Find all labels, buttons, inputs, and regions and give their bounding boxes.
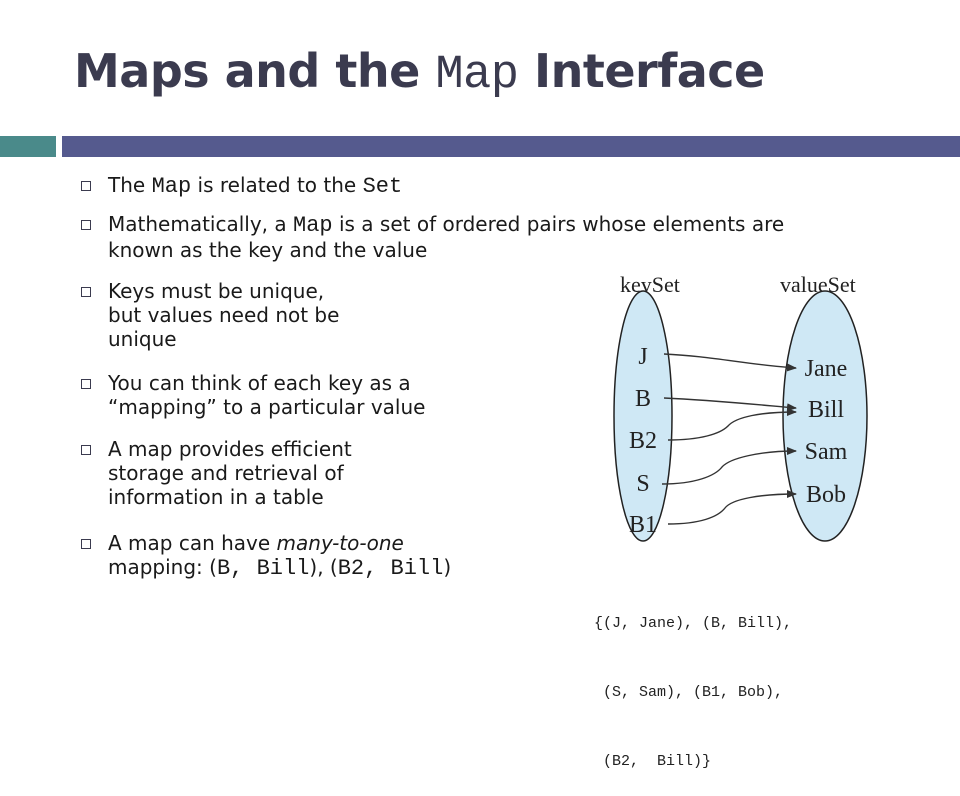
bullet-italic-text: many-to-one	[276, 531, 404, 555]
title-part1: Maps and the	[74, 44, 436, 98]
key-j: J	[638, 344, 647, 370]
key-b: B	[635, 386, 651, 412]
code-line: (B2, Bill)}	[594, 753, 712, 770]
bullet-text: mapping: (	[108, 555, 217, 579]
value-sam: Sam	[805, 439, 848, 465]
key-b1: B1	[629, 512, 657, 538]
code-set: Set	[362, 174, 403, 199]
arrow-b2-bill	[667, 408, 797, 441]
bullet-text: Keys must be unique,	[108, 279, 325, 303]
bullet-square-icon	[81, 539, 91, 549]
bullet-text: is related to the	[191, 173, 363, 197]
bullet-text: unique	[108, 327, 177, 351]
bullet-text: “mapping” to a particular value	[108, 395, 426, 419]
bullet-text: storage and retrieval of	[108, 461, 344, 485]
value-jane: Jane	[805, 356, 848, 382]
keyset-ellipse	[613, 290, 673, 542]
code-b2-bill: B2, Bill	[337, 556, 444, 581]
bullet-text: information in a table	[108, 485, 324, 509]
header-bar	[62, 136, 960, 157]
bullet-square-icon	[81, 445, 91, 455]
bullet-text: )	[443, 555, 452, 579]
keyset-header: keySet	[620, 272, 680, 297]
bullet-square-icon	[81, 287, 91, 297]
bullet-text: known as the key and the value	[108, 238, 428, 262]
code-map: Map	[293, 213, 333, 238]
bullet-ordered-pairs: Mathematically, a Map is a set of ordere…	[81, 212, 785, 262]
key-b2: B2	[629, 428, 657, 454]
bullet-text: but values need not be	[108, 303, 340, 327]
bullet-map-related-set: The Map is related to the Set	[81, 173, 403, 199]
value-bob: Bob	[806, 482, 846, 508]
bullet-square-icon	[81, 181, 91, 191]
bullet-keys-unique: Keys must be unique, but values need not…	[81, 279, 340, 351]
bullet-mapping: You can think of each key as a “mapping”…	[81, 371, 426, 419]
bullet-efficient-storage: A map provides efficient storage and ret…	[81, 437, 352, 509]
code-line: (S, Sam), (B1, Bob),	[594, 684, 784, 701]
bullet-many-to-one: A map can have many-to-one mapping: (B, …	[81, 531, 452, 581]
bullet-square-icon	[81, 379, 91, 389]
header-bar-accent	[0, 136, 56, 157]
bullet-square-icon	[81, 220, 91, 230]
bullet-text: Mathematically, a	[108, 212, 293, 236]
value-bill: Bill	[808, 397, 844, 423]
bullet-text: ), (	[309, 555, 338, 579]
slide-title: Maps and the Map Interface	[74, 44, 765, 102]
code-map: Map	[151, 174, 192, 199]
code-b-bill: B, Bill	[216, 556, 310, 581]
code-line: {(J, Jane), (B, Bill),	[594, 615, 793, 632]
arrow-b-bill	[663, 397, 797, 412]
valueset-ellipse	[782, 290, 868, 542]
bullet-text: A map can have	[108, 531, 277, 555]
arrow-s-sam	[661, 447, 797, 485]
bullet-text: A map provides efficient	[108, 437, 352, 461]
key-s: S	[636, 471, 649, 497]
arrow-b1-bob	[667, 490, 797, 525]
bullet-text: is a set of ordered pairs whose elements…	[332, 212, 785, 236]
mapping-diagram: keySet valueSet J B B2 S B1 Jane Bill Sa…	[613, 272, 868, 542]
bullet-text: The	[108, 173, 152, 197]
arrow-j-jane	[663, 353, 797, 372]
mapping-set-notation: {(J, Jane), (B, Bill), (S, Sam), (B1, Bo…	[594, 566, 792, 796]
bullet-text: You can think of each key as a	[108, 371, 411, 395]
title-part2: Interface	[518, 44, 765, 98]
title-map-code: Map	[435, 49, 519, 102]
